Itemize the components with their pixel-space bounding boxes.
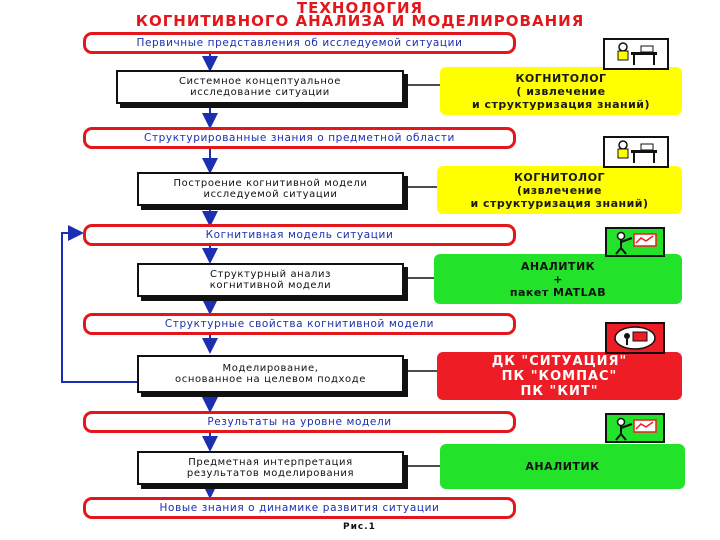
role-1-line1: КОГНИТОЛОГ	[515, 71, 607, 85]
process-box-1: Системное концептуальное исследование си…	[116, 70, 404, 104]
stage-pill-2: Структурированные знания о предметной об…	[83, 127, 516, 149]
process-box-1-line2: исследование ситуации	[190, 87, 330, 98]
process-box-3: Структурный анализ когнитивной модели	[137, 263, 404, 297]
figure-caption: Рис.1	[343, 522, 376, 532]
role-box-software-packages: ДК "СИТУАЦИЯ" ПК "КОМПАС" ПК "КИТ"	[437, 352, 682, 400]
role-5-line1: АНАЛИТИК	[525, 460, 600, 473]
diagram-title-line1: ТЕХНОЛОГИЯ	[296, 0, 424, 17]
process-box-5-line1: Предметная интерпретация	[188, 457, 353, 468]
role-4-line2: ПК "КОМПАС"	[501, 368, 618, 384]
role-2-line1: КОГНИТОЛОГ	[513, 170, 606, 184]
feedback-loop-arrow	[61, 225, 137, 383]
stage-pill-6: Новые знания о динамике развития ситуаци…	[83, 497, 516, 519]
diagram-title-line2: КОГНИТИВНОГО АНАЛИЗА И МОДЕЛИРОВАНИЯ	[135, 12, 585, 30]
role-box-cognitologist-1: КОГНИТОЛОГ ( извлечение и структуризация…	[440, 67, 682, 115]
role-box-analyst-matlab: АНАЛИТИК + пакет MATLAB	[434, 254, 682, 304]
process-box-2-line1: Построение когнитивной модели	[173, 178, 368, 189]
process-box-1-line1: Системное концептуальное	[178, 76, 342, 87]
role-2-line3: и структуризация знаний)	[470, 196, 649, 210]
process-box-5-line2: результатов моделирования	[186, 468, 355, 479]
role-3-line2: +	[553, 272, 563, 286]
analyst-at-chart-icon	[605, 413, 665, 443]
stage-pill-1: Первичные представления об исследуемой с…	[83, 32, 516, 54]
process-box-4-line1: Моделирование,	[222, 363, 319, 374]
process-box-2: Построение когнитивной модели исследуемо…	[137, 172, 404, 206]
process-box-5: Предметная интерпретация результатов мод…	[137, 451, 404, 485]
process-box-2-line2: исследуемой ситуации	[203, 189, 338, 200]
cognitologist-at-desk-icon	[603, 38, 669, 70]
role-3-line1: АНАЛИТИК	[520, 259, 596, 273]
cognitologist-at-desk-icon	[603, 136, 669, 168]
process-box-3-line1: Структурный анализ	[209, 269, 332, 280]
process-box-4-line2: основанное на целевом подходе	[175, 374, 366, 385]
role-box-cognitologist-2: КОГНИТОЛОГ (извлечение и структуризация …	[437, 166, 682, 214]
role-2-line2: (извлечение	[517, 183, 602, 197]
role-box-analyst: АНАЛИТИК	[440, 444, 685, 489]
software-package-icon	[605, 322, 665, 354]
analyst-at-chart-icon	[605, 227, 665, 257]
role-3-line3: пакет MATLAB	[509, 285, 607, 299]
role-4-line1: ДК "СИТУАЦИЯ"	[491, 353, 628, 369]
stage-pill-3: Когнитивная модель ситуации	[83, 224, 516, 246]
process-box-4: Моделирование, основанное на целевом под…	[137, 355, 404, 393]
role-1-line2: ( извлечение	[516, 84, 606, 98]
role-4-line3: ПК "КИТ"	[520, 383, 599, 399]
stage-pill-5: Результаты на уровне модели	[83, 411, 516, 433]
role-1-line3: и структуризация знаний)	[471, 97, 651, 111]
stage-pill-4: Структурные свойства когнитивной модели	[83, 313, 516, 335]
process-box-3-line2: когнитивной модели	[209, 280, 332, 291]
